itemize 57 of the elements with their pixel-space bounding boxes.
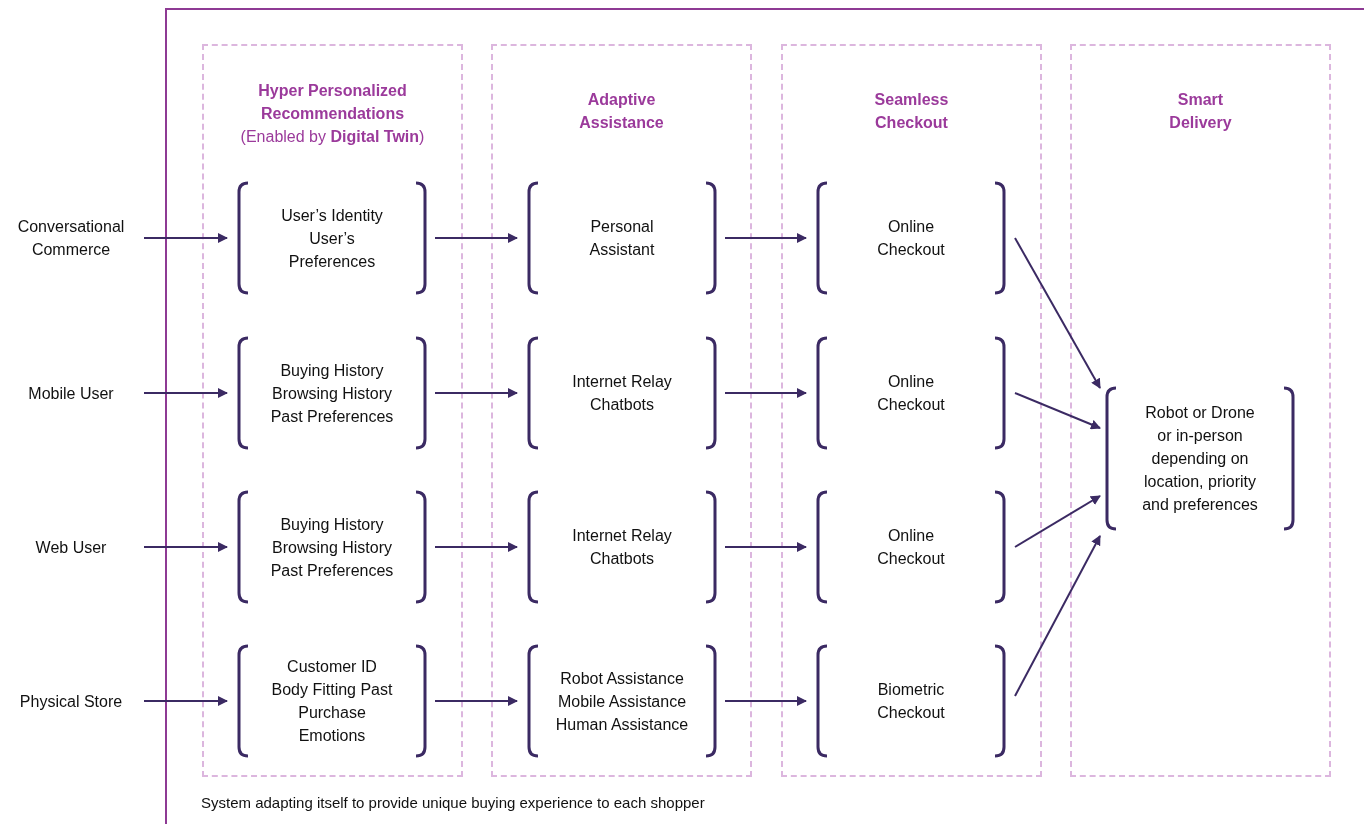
node-text: User’s Identity User’s Preferences xyxy=(280,205,384,272)
node-text: Robot Assistance Mobile Assistance Human Assistance xyxy=(554,668,690,735)
bracket-box xyxy=(236,644,428,758)
node-text: Internet Relay Chatbots xyxy=(571,372,673,415)
column-heading: Adaptive Assistance xyxy=(578,90,665,133)
column-heading: Hyper Personalized Recommendations xyxy=(257,81,408,124)
arrow xyxy=(143,388,228,398)
bracket-box xyxy=(1104,386,1296,531)
bracket-box xyxy=(236,181,428,295)
source-label: Physical Store xyxy=(0,644,142,758)
frame-panel xyxy=(165,8,1364,824)
column-panel xyxy=(781,44,1042,777)
arrow xyxy=(143,542,228,552)
arrow xyxy=(724,696,807,706)
node-text: Online Checkout xyxy=(876,526,946,569)
arrow xyxy=(1014,495,1101,548)
arrow xyxy=(434,233,518,243)
arrow xyxy=(724,542,807,552)
node-text: Buying History Browsing History Past Preferences xyxy=(269,360,395,427)
frame-caption: System adapting itself to provide unique buying experience to each shopper xyxy=(201,794,705,811)
node-text: Buying History Browsing History Past Preferences xyxy=(269,514,395,581)
source-label: Conversational Commerce xyxy=(0,181,142,295)
node-text: Internet Relay Chatbots xyxy=(571,526,673,569)
arrow xyxy=(1014,237,1101,389)
bracket-box xyxy=(526,644,718,758)
node-text: Online Checkout xyxy=(876,372,946,415)
bracket-box xyxy=(236,490,428,604)
node-text: Robot or Drone or in-person depending on location, priority and preferences xyxy=(1141,403,1259,515)
column-panel xyxy=(1070,44,1331,777)
node-text: Customer ID Body Fitting Past Purchase Emotions xyxy=(270,657,394,746)
bracket-box xyxy=(815,644,1007,758)
node-text: Biometric Checkout xyxy=(876,680,946,723)
arrow xyxy=(434,542,518,552)
arrow xyxy=(724,233,807,243)
column-panel xyxy=(202,44,463,777)
arrow xyxy=(434,696,518,706)
arrow xyxy=(1014,392,1101,430)
column-panel xyxy=(491,44,752,777)
bracket-box xyxy=(526,336,718,450)
node-text: Online Checkout xyxy=(876,217,946,260)
bracket-box xyxy=(815,336,1007,450)
column-heading: Seamless Checkout xyxy=(873,90,950,133)
bracket-box xyxy=(815,490,1007,604)
column-heading: Smart Delivery xyxy=(1168,90,1233,133)
arrow xyxy=(143,233,228,243)
bracket-box xyxy=(526,181,718,295)
source-label: Web User xyxy=(0,490,142,604)
source-label: Mobile User xyxy=(0,336,142,450)
arrow xyxy=(434,388,518,398)
bracket-box xyxy=(815,181,1007,295)
arrow xyxy=(1014,535,1101,697)
arrow xyxy=(143,696,228,706)
bracket-box xyxy=(236,336,428,450)
column-subheading: (Enabled by Digital Twin) xyxy=(239,127,426,147)
bracket-box xyxy=(526,490,718,604)
arrow xyxy=(724,388,807,398)
node-text: Personal Assistant xyxy=(588,217,656,260)
